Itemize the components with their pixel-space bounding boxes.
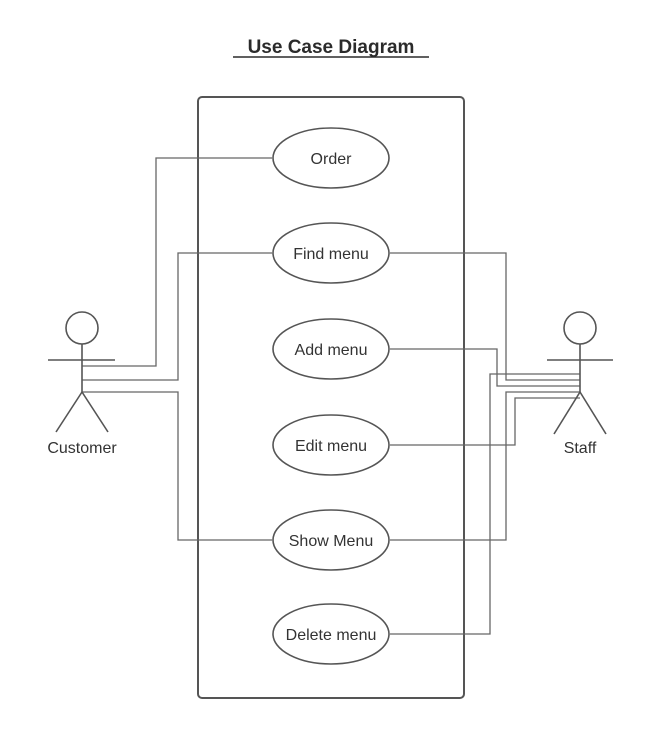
actor-leg-left	[553, 391, 581, 435]
system-boundary	[197, 96, 465, 699]
use-case-find-menu: Find menu	[272, 222, 390, 284]
use-case-delete-menu: Delete menu	[272, 603, 390, 665]
actor-staff: Staff	[547, 311, 613, 457]
staff-connectors	[390, 252, 580, 635]
connector-staff-show-menu	[390, 391, 580, 541]
connector-customer-find-menu	[82, 252, 272, 381]
actor-head-icon	[65, 311, 99, 345]
actor-label-staff: Staff	[564, 440, 597, 457]
actor-leg-right	[579, 391, 607, 435]
connector-staff-edit-menu	[390, 397, 580, 446]
use-case-show-menu: Show Menu	[272, 509, 390, 571]
actor-leg-left	[55, 391, 83, 433]
use-case-label: Order	[311, 151, 353, 168]
actor-leg-right	[81, 391, 109, 433]
use-case-add-menu: Add menu	[272, 318, 390, 380]
actor-customer: Customer	[47, 311, 117, 457]
connector-staff-delete-menu	[390, 373, 580, 635]
connector-customer-order	[82, 157, 272, 367]
connector-staff-add-menu	[390, 348, 580, 387]
use-case-order: Order	[272, 127, 390, 189]
use-case-label: Find menu	[293, 246, 369, 263]
actor-head-icon	[563, 311, 597, 345]
use-case-label: Add menu	[295, 342, 368, 359]
use-case-label: Delete menu	[286, 627, 377, 644]
connector-staff-find-menu	[390, 252, 580, 381]
customer-connectors	[82, 157, 272, 541]
connector-customer-show-menu	[82, 391, 272, 541]
diagram-title: Use Case Diagram	[248, 37, 415, 58]
use-case-label: Edit menu	[295, 438, 367, 455]
use-case-label: Show Menu	[289, 533, 374, 550]
use-case-edit-menu: Edit menu	[272, 414, 390, 476]
actor-label-customer: Customer	[47, 440, 117, 457]
